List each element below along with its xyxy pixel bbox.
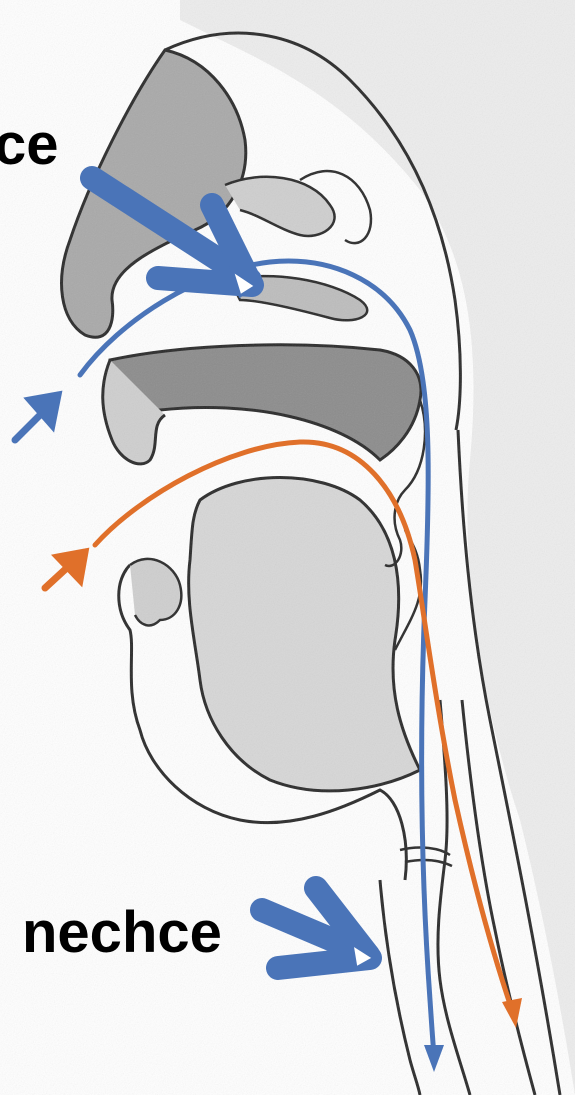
label-bottom: nechce — [22, 904, 222, 962]
label-top: ce — [0, 116, 59, 174]
